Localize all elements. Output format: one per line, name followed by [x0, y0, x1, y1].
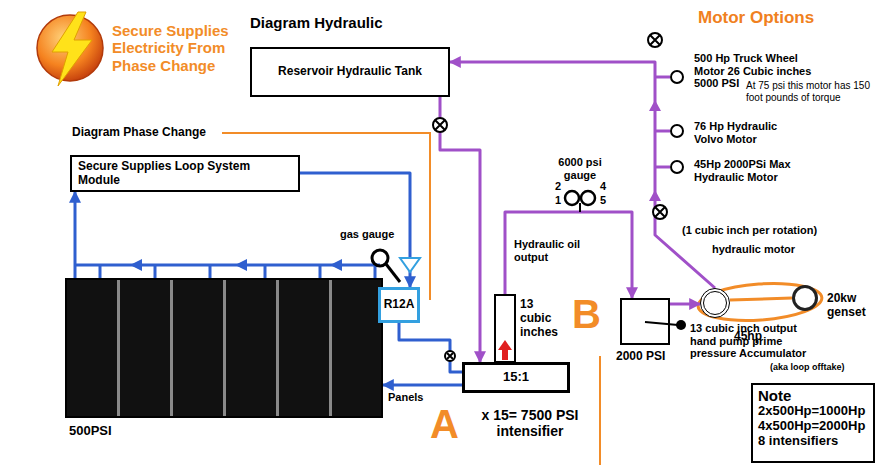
page-title: Secure Supplies Electricity From Phase C…: [112, 22, 262, 74]
loop-module-box: Secure Supplies Loop System Module: [70, 155, 300, 192]
intensifier-cylinder: [495, 295, 515, 362]
node-text: Secure Supplies Loop System Module: [78, 160, 292, 188]
filter-symbol: [400, 258, 420, 272]
pipe-connector: [399, 323, 462, 372]
node-text: R12A: [384, 298, 415, 312]
node-text: 500PSI: [69, 424, 112, 439]
genset: 20kw genset: [792, 285, 818, 311]
part-label: gas gauge: [340, 228, 394, 241]
motor-option: 76 Hp Hydraulic Volvo Motor: [670, 124, 684, 138]
node-text: 2x500Hp=1000Hp: [758, 404, 865, 419]
motor-option: 45Hp 2000PSi Max Hydraulic Motor: [670, 160, 684, 174]
node-text: 20kw genset: [827, 292, 873, 320]
node-text: 4x500Hp=2000Hp: [758, 419, 865, 434]
valve-symbol: [433, 33, 667, 361]
hydraulic-motor: 45hp: [700, 288, 730, 318]
motor-option: 500 Hp Truck Wheel Motor 26 Cubic inches…: [670, 70, 684, 84]
motor-stubs: [655, 77, 670, 167]
leader-line: [599, 356, 601, 465]
part-label: (1 cubic inch per rotation): [682, 224, 817, 237]
part-label: hydraulic motor: [712, 243, 795, 256]
red-arrow: [498, 340, 512, 360]
node-text: 8 intensifiers: [758, 434, 838, 449]
hand-pump-handle: [645, 320, 686, 330]
part-label: 13 cubic inch output hand pump prime pre…: [690, 322, 808, 360]
part-label: (aka loop offtake): [770, 362, 845, 372]
part-label: x 15= 7500 PSI intensifier: [462, 407, 598, 439]
callout-letter: A: [430, 404, 459, 444]
gauge-number: 4: [600, 180, 606, 193]
r12a-box: R12A: [378, 287, 420, 323]
section-heading: Motor Options: [698, 8, 814, 28]
solar-panels: 500PSI: [65, 278, 383, 418]
node-text: 15:1: [503, 370, 529, 385]
accumulator-box: 2000 PSI: [620, 298, 670, 345]
note-box: Note2x500Hp=1000Hp4x500Hp=2000Hp8 intens…: [751, 383, 875, 463]
diagram-heading: Diagram Hydraulic: [250, 14, 383, 31]
gauge-number: 1: [555, 194, 561, 207]
intensifier-box: 15:1: [462, 362, 570, 393]
pipe-connector: [74, 192, 77, 278]
flow-arrows: [130, 259, 342, 271]
gauge-number: 2: [555, 180, 561, 193]
node-text: Reservoir Hydraulic Tank: [278, 65, 422, 79]
node-text: 2000 PSI: [616, 350, 665, 364]
pipe-connector: [505, 212, 632, 362]
pipe-connector: [450, 62, 715, 288]
node-text: 76 Hp Hydraulic Volvo Motor: [694, 120, 804, 145]
pipe-connector: [383, 384, 462, 387]
gauge-number: 5: [600, 194, 606, 207]
pressure-gauge: [565, 191, 595, 212]
pipe-connector: [300, 173, 410, 287]
part-label: 13 cubic inches: [520, 298, 562, 339]
pipe-connector: [730, 298, 792, 300]
logo: [37, 12, 103, 86]
callout-letter: B: [572, 294, 601, 334]
node-text: Note: [758, 387, 791, 404]
part-label: Hydraulic oil output: [514, 238, 592, 263]
node-text: At 75 psi this motor has 150 foot pounds…: [746, 80, 872, 103]
part-label: Panels: [388, 391, 423, 404]
node-text: 45Hp 2000PSi Max Hydraulic Motor: [694, 158, 814, 183]
diagram-heading: Diagram Phase Change: [72, 126, 206, 140]
pipe-connector: [670, 303, 700, 306]
pipe-connector: [440, 97, 480, 362]
part-label: 6000 psi gauge: [548, 156, 612, 181]
lightning-bolt: [52, 12, 92, 86]
drive-belt: [697, 280, 823, 325]
reservoir-tank: Reservoir Hydraulic Tank: [250, 47, 450, 97]
